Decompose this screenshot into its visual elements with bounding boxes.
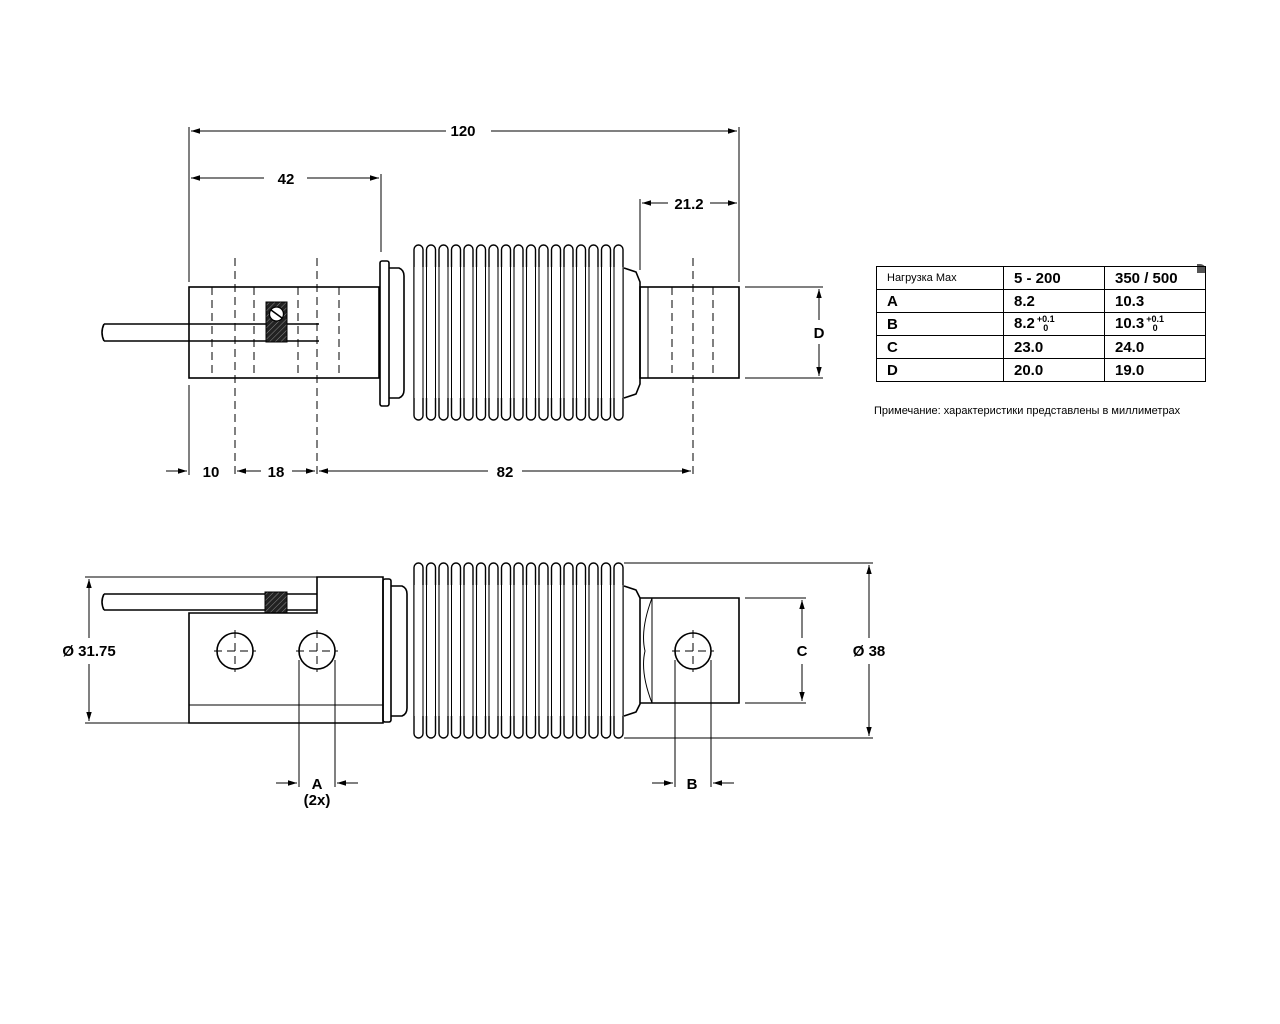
dim-length-82: 82 — [497, 464, 514, 481]
row-label: A — [876, 289, 1004, 313]
dim-label-b: B — [687, 776, 698, 793]
row-col2-value: 10.3 — [1115, 314, 1145, 332]
hole-a-1 — [214, 630, 256, 672]
dim-length-10: 10 — [203, 464, 220, 481]
hole-b — [672, 630, 714, 672]
dim-label-d: D — [814, 325, 825, 342]
dim-length-42: 42 — [278, 171, 295, 188]
bellows-core — [414, 585, 623, 716]
row-label: B — [876, 312, 1004, 336]
header-label: Нагрузка Max — [876, 266, 1004, 290]
bellows-core — [414, 267, 623, 398]
row-col2: 10.3 — [1104, 289, 1206, 313]
top-left-block — [188, 286, 380, 379]
row-col1: 20.0 — [1003, 358, 1105, 382]
row-label: D — [876, 358, 1004, 382]
row-col2: 24.0 — [1104, 335, 1206, 359]
spec-table-header: Нагрузка Max 5 - 200 350 / 500 — [876, 266, 1206, 290]
dim-label-a-count: (2x) — [304, 792, 331, 809]
dim-diameter-38: Ø 38 — [853, 643, 886, 660]
cable-gland — [264, 591, 288, 614]
dim-overall-length: 120 — [450, 123, 475, 140]
side-view: Ø 31.75 Ø 38 C A (2x) B — [62, 562, 886, 809]
dim-diameter-31-75: Ø 31.75 — [62, 643, 115, 660]
row-col1: 8.2 — [1003, 289, 1105, 313]
units-note: Примечание: характеристики представлены … — [874, 405, 1181, 417]
row-label: C — [876, 335, 1004, 359]
top-bellows — [413, 244, 624, 421]
table-row: A 8.2 10.3 — [876, 289, 1206, 313]
hole-a-2 — [296, 630, 338, 672]
spec-table: Нагрузка Max 5 - 200 350 / 500 A 8.2 10.… — [876, 266, 1206, 382]
table-row: D 20.0 19.0 — [876, 358, 1206, 382]
top-right-block — [639, 286, 740, 379]
side-bellows — [413, 562, 624, 739]
row-col1: 23.0 — [1003, 335, 1105, 359]
top-flange — [379, 260, 390, 407]
side-right-block — [640, 597, 740, 704]
header-col1: 5 - 200 — [1003, 266, 1105, 290]
dim-label-a: A — [312, 776, 323, 793]
dim-label-c: C — [797, 643, 808, 660]
header-col2: 350 / 500 — [1104, 266, 1206, 290]
screw-icon — [265, 301, 288, 343]
dim-length-18: 18 — [268, 464, 285, 481]
dim-length-21-2: 21.2 — [674, 196, 703, 213]
top-view: 120 42 21.2 D 10 18 82 — [101, 123, 825, 481]
row-col1-value: 8.2 — [1014, 314, 1035, 332]
table-row: C 23.0 24.0 — [876, 335, 1206, 359]
row-col2: 19.0 — [1104, 358, 1206, 382]
